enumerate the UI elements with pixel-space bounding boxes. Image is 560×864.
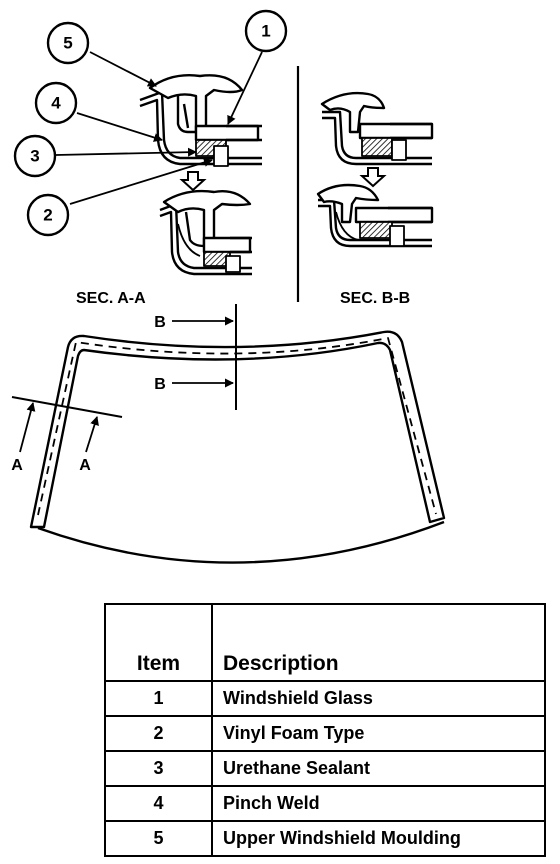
svg-text:5: 5: [63, 34, 72, 53]
windshield-glass-shape: [194, 124, 260, 142]
callout-4: 4: [34, 81, 78, 125]
cut-line-bb: B B: [154, 304, 237, 410]
section-aa-detail-bottom: [159, 189, 252, 276]
table-row: 3 Urethane Sealant: [104, 750, 546, 787]
svg-text:1: 1: [261, 22, 270, 41]
table-row: 5 Upper Windshield Moulding: [104, 820, 546, 857]
moulding-shape: [148, 74, 244, 134]
callout-2: 2: [26, 193, 70, 237]
callout-5: 5: [46, 21, 90, 65]
cut-marker-b-bottom: B: [154, 376, 166, 393]
transition-arrow-b: [359, 167, 387, 188]
table-row: 4 Pinch Weld: [104, 785, 546, 822]
item-description: Urethane Sealant: [211, 750, 546, 787]
item-number: 2: [104, 715, 213, 752]
item-description: Pinch Weld: [211, 785, 546, 822]
item-number: 4: [104, 785, 213, 822]
item-number: 3: [104, 750, 213, 787]
pinch-weld-shape: [139, 90, 262, 160]
parts-table: Item Description 1 Windshield Glass 2 Vi…: [104, 603, 546, 857]
svg-text:3: 3: [30, 147, 39, 166]
item-description: Upper Windshield Moulding: [211, 820, 546, 857]
vinyl-foam-shape: [213, 145, 229, 167]
cut-marker-b-top: B: [154, 314, 166, 331]
svg-text:2: 2: [43, 206, 52, 225]
transition-arrow-a: [179, 171, 207, 192]
table-header-row: Item Description: [104, 603, 546, 682]
section-bb-detail-top: [320, 91, 434, 166]
table-row: 1 Windshield Glass: [104, 680, 546, 717]
table-row: 2 Vinyl Foam Type: [104, 715, 546, 752]
description-column-header: Description: [211, 603, 546, 682]
item-column-header: Item: [104, 603, 213, 682]
item-description: Vinyl Foam Type: [211, 715, 546, 752]
cut-line-aa: A A: [11, 396, 123, 474]
cut-marker-a-left: A: [11, 457, 23, 474]
section-bb-detail-bottom: [316, 183, 434, 248]
windshield-outline: [29, 330, 446, 564]
section-bb-label: SEC. B-B: [340, 290, 410, 307]
item-number: 1: [104, 680, 213, 717]
svg-text:4: 4: [51, 94, 61, 113]
cut-marker-a-right: A: [79, 457, 91, 474]
callout-1: 1: [244, 9, 288, 53]
windshield-diagram: 1 2 3 4 5 SEC. A-A SEC. B-B B B: [11, 9, 446, 564]
item-number: 5: [104, 820, 213, 857]
callouts: 1 2 3 4 5: [13, 9, 288, 237]
callout-3: 3: [13, 134, 57, 178]
section-aa-label: SEC. A-A: [76, 290, 146, 307]
item-description: Windshield Glass: [211, 680, 546, 717]
